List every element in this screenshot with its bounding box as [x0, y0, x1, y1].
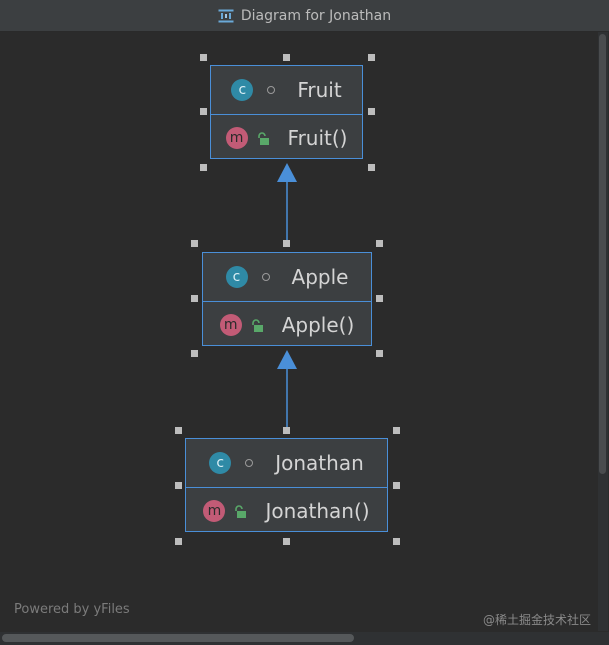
visibility-dot-icon [267, 86, 276, 94]
resize-handle[interactable] [283, 427, 290, 434]
resize-handle[interactable] [368, 108, 375, 115]
powered-by-label: Powered by yFiles [14, 602, 130, 617]
resize-handle[interactable] [200, 54, 207, 61]
vertical-scrollbar[interactable] [598, 32, 608, 631]
visibility-dot-icon [245, 459, 254, 467]
class-header[interactable]: c Apple [203, 253, 371, 301]
resize-handle[interactable] [175, 482, 182, 489]
method-icon: m [203, 499, 226, 522]
public-lock-icon [250, 318, 264, 332]
class-icon: c [225, 266, 248, 288]
method-row[interactable]: m Fruit() [211, 114, 362, 160]
vertical-scroll-thumb[interactable] [599, 34, 606, 474]
class-name: Jonathan [275, 451, 364, 475]
resize-handle[interactable] [368, 164, 375, 171]
resize-handle[interactable] [175, 538, 182, 545]
class-node-apple[interactable]: c Apple m Apple() [202, 252, 372, 346]
class-icon: c [231, 79, 254, 101]
class-node-fruit[interactable]: c Fruit m Fruit() [210, 65, 363, 159]
extends-arrowhead-icon [277, 350, 297, 369]
resize-handle[interactable] [376, 240, 383, 247]
public-lock-icon [256, 131, 270, 145]
extends-arrowhead-icon [277, 163, 297, 182]
public-lock-icon [233, 504, 247, 518]
method-icon: m [225, 126, 248, 149]
constructor-name: Apple() [281, 312, 355, 337]
resize-handle[interactable] [393, 538, 400, 545]
resize-handle[interactable] [283, 54, 290, 61]
resize-handle[interactable] [283, 240, 290, 247]
visibility-dot-icon [261, 273, 270, 281]
resize-handle[interactable] [393, 482, 400, 489]
method-row[interactable]: m Apple() [203, 301, 371, 347]
class-header[interactable]: c Fruit [211, 66, 362, 114]
constructor-name: Fruit() [287, 125, 348, 150]
resize-handle[interactable] [191, 240, 198, 247]
method-icon: m [219, 313, 242, 336]
class-header[interactable]: c Jonathan [186, 439, 387, 487]
resize-handle[interactable] [191, 295, 198, 302]
resize-handle[interactable] [393, 427, 400, 434]
horizontal-scrollbar[interactable] [0, 632, 609, 645]
resize-handle[interactable] [200, 108, 207, 115]
resize-handle[interactable] [376, 295, 383, 302]
resize-handle[interactable] [283, 538, 290, 545]
resize-handle[interactable] [376, 350, 383, 357]
class-name: Fruit [297, 78, 342, 102]
class-icon: c [209, 452, 232, 474]
class-name: Apple [291, 265, 349, 289]
resize-handle[interactable] [175, 427, 182, 434]
method-row[interactable]: m Jonathan() [186, 487, 387, 533]
class-node-jonathan[interactable]: c Jonathan m Jonathan() [185, 438, 388, 532]
resize-handle[interactable] [368, 54, 375, 61]
window-title: Diagram for Jonathan [240, 7, 392, 24]
constructor-name: Jonathan() [265, 498, 370, 523]
diagram-icon [218, 9, 234, 23]
horizontal-scroll-thumb[interactable] [2, 634, 354, 642]
resize-handle[interactable] [191, 350, 198, 357]
watermark-label: @稀土掘金技术社区 [482, 613, 591, 627]
window-title-bar: Diagram for Jonathan [0, 0, 609, 32]
resize-handle[interactable] [200, 164, 207, 171]
